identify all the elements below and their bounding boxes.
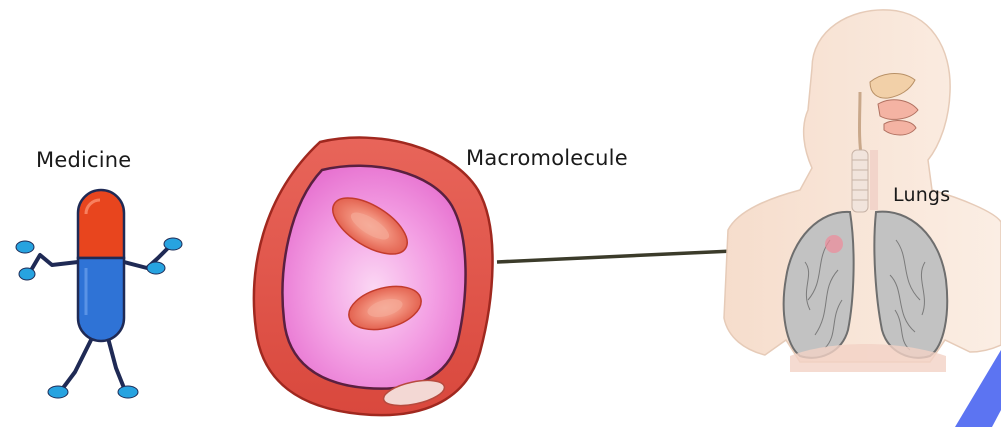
right-hand: [147, 262, 165, 274]
right-foot: [118, 386, 138, 398]
capsule-top: [78, 190, 124, 258]
human-torso-lungs-icon: [724, 10, 1001, 372]
left-hand-lower: [19, 268, 35, 280]
left-leg: [63, 338, 92, 388]
target-spot: [825, 235, 843, 253]
lungs-label: Lungs: [893, 184, 950, 206]
left-foot: [48, 386, 68, 398]
macromolecule-cell-icon: [254, 138, 493, 416]
watermark-stripe: [955, 350, 1001, 427]
medicine-label: Medicine: [36, 148, 131, 172]
right-leg: [108, 338, 124, 388]
left-hand: [16, 241, 34, 253]
macromolecule-label: Macromolecule: [466, 146, 628, 170]
right-hand-upper: [164, 238, 182, 250]
trachea: [852, 150, 868, 212]
cell-inner: [283, 166, 466, 389]
medicine-capsule-icon: [16, 190, 182, 398]
left-arm: [30, 255, 78, 272]
